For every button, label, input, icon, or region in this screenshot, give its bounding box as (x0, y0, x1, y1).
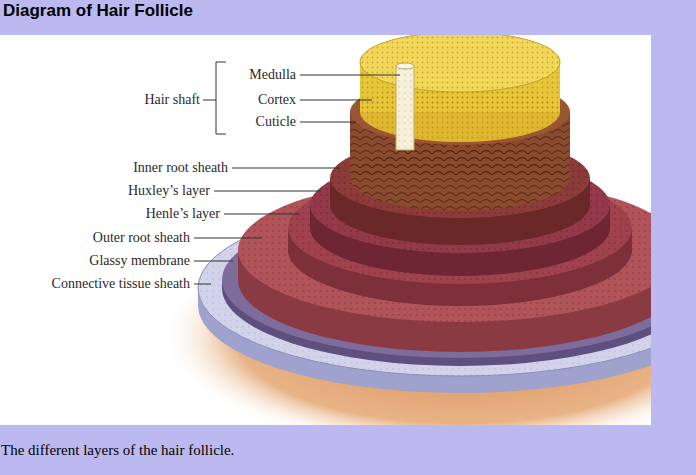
leader-line (224, 214, 300, 215)
part-label: Henle’s layer (146, 206, 220, 222)
part-label: Connective tissue sheath (52, 276, 190, 292)
leader-line (214, 191, 321, 192)
part-label: Medulla (249, 67, 296, 83)
leader-line (194, 284, 211, 285)
leader-line (203, 100, 216, 101)
leader-line (300, 75, 400, 76)
leader-line (194, 261, 233, 262)
part-label: Inner root sheath (133, 160, 228, 176)
part-label: Hair shaft (144, 92, 200, 108)
part-label: Glassy membrane (89, 253, 190, 269)
follicle-drawing (160, 35, 651, 425)
leader-line (300, 100, 372, 101)
part-label: Cortex (258, 92, 296, 108)
cuticle-cylinder (350, 79, 570, 211)
hair-shaft-bracket (216, 62, 226, 134)
cortex-cylinder (360, 35, 560, 142)
diagram-title: Diagram of Hair Follicle (3, 1, 193, 21)
medulla-core (396, 63, 414, 150)
part-label: Cuticle (256, 114, 296, 130)
figure-caption: The different layers of the hair follicl… (1, 441, 234, 459)
leader-line (232, 168, 340, 169)
leader-line (194, 238, 262, 239)
part-label: Outer root sheath (93, 230, 190, 246)
leader-line (300, 122, 356, 123)
part-label: Huxley’s layer (128, 183, 210, 199)
